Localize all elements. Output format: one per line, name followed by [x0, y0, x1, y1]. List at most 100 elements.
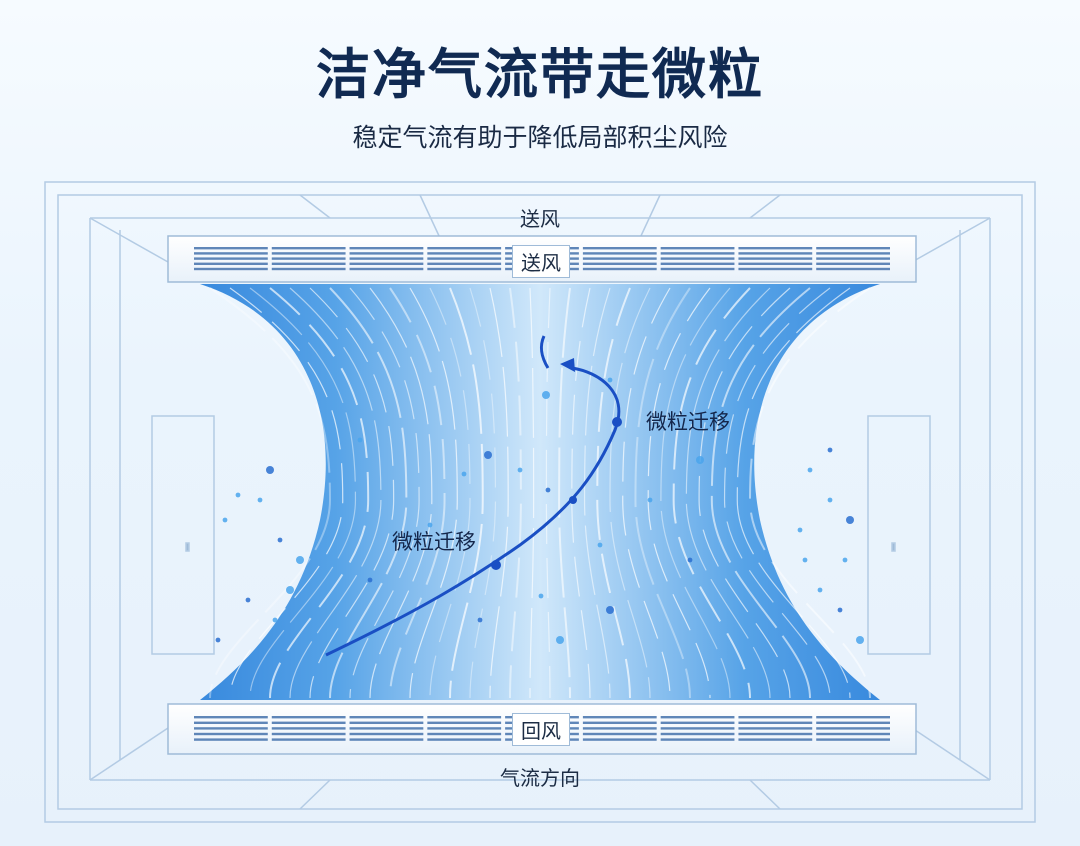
grille-slat [271, 727, 346, 730]
airflow-line [249, 287, 357, 699]
grille-slat [427, 257, 502, 260]
grille-slat [194, 727, 268, 730]
grille-slat [816, 247, 890, 250]
dust-particle [606, 606, 614, 614]
airflow-direction-label: 气流方向 [500, 766, 580, 790]
airflow-lines [209, 287, 871, 699]
airflow-line [685, 287, 771, 699]
grille-slat [194, 257, 268, 260]
dust-particle [817, 587, 823, 593]
dust-particle [245, 597, 251, 603]
particle-path-arrow [560, 358, 575, 372]
page-title: 洁净气流带走微粒 [316, 43, 764, 106]
grille-slat [349, 257, 424, 260]
grille-slat [194, 252, 268, 255]
grille-slat [349, 727, 424, 730]
dust-particle [647, 497, 653, 503]
airflow-line [723, 287, 831, 699]
grille-slat [582, 262, 657, 265]
particle-path-hook [539, 335, 550, 369]
grille-slat [427, 252, 502, 255]
grille-slat [582, 267, 657, 271]
grille-slat [738, 267, 813, 271]
dust-particle [856, 636, 864, 644]
dust-particle [286, 586, 294, 594]
dust-particle [427, 522, 433, 528]
grille-slat [271, 257, 346, 260]
particle-marker [491, 560, 501, 570]
dust-particle [367, 577, 373, 583]
dust-particle [277, 537, 283, 543]
grille-slat [271, 247, 346, 250]
grille-slat [349, 267, 424, 271]
dust-particle [266, 466, 274, 474]
airflow-line [269, 287, 370, 699]
dust-particle [538, 593, 544, 599]
return-air-label: 回风 [512, 713, 570, 746]
dust-particle [556, 636, 564, 644]
airflow-line [545, 287, 551, 699]
airflow-line [609, 287, 651, 699]
particle-marker [612, 417, 622, 427]
room-frame [44, 181, 1036, 823]
grille-slat [194, 732, 268, 736]
grille-slat [738, 257, 813, 260]
dust-particle [807, 467, 813, 473]
grille-slat [582, 721, 657, 724]
dust-particle [357, 437, 363, 443]
grille-slat [582, 732, 657, 736]
airflow-line [622, 287, 671, 699]
airflow-line [529, 287, 535, 699]
grille-slat [271, 262, 346, 265]
airflow-line [596, 287, 631, 699]
grille-slat [427, 262, 502, 265]
grille-slat [660, 267, 735, 271]
grille-slat [660, 727, 735, 730]
room-inner-frame [57, 194, 1023, 810]
grille-slat [738, 721, 813, 724]
grille-slat [271, 267, 346, 271]
dust-particle [542, 391, 550, 399]
grille-slat [271, 738, 346, 741]
grille-slat [816, 252, 890, 255]
dust-particle [235, 492, 241, 498]
dust-particles [215, 377, 864, 644]
grille-slat [660, 262, 735, 265]
grille-slat [738, 727, 813, 730]
airflow-line [409, 287, 458, 699]
dust-particle [802, 557, 808, 563]
grille-slat [349, 716, 424, 719]
grille-slat [194, 247, 268, 250]
grille-slat [738, 716, 813, 719]
grille-slat [427, 732, 502, 736]
dust-particle [215, 637, 221, 643]
grille-slat [660, 252, 735, 255]
airflow-curtain [200, 284, 880, 700]
dust-particle [272, 617, 278, 623]
airflow-line [710, 287, 811, 699]
dust-particle [257, 497, 263, 503]
airflow-line [634, 287, 691, 699]
airflow-line [369, 287, 433, 699]
airflow-line [660, 287, 731, 699]
airflow-line [736, 287, 851, 699]
grille-slat [271, 252, 346, 255]
room-outer-frame [44, 181, 1036, 823]
grille-slat [738, 252, 813, 255]
grille-slat [660, 721, 735, 724]
grille-slat [582, 247, 657, 250]
grille-slat [194, 716, 268, 719]
grille-slat [427, 247, 502, 250]
airflow-line [329, 287, 408, 699]
grille-slat [427, 716, 502, 719]
dust-particle [597, 542, 603, 548]
airflow-line [469, 287, 497, 699]
grille-slat [349, 732, 424, 736]
airflow-line [583, 287, 611, 699]
grille-slat [582, 716, 657, 719]
grille-slat [194, 262, 268, 265]
grille-slat [582, 252, 657, 255]
grille-slat [271, 721, 346, 724]
grille-slat [582, 738, 657, 741]
grille-slat [660, 738, 735, 741]
